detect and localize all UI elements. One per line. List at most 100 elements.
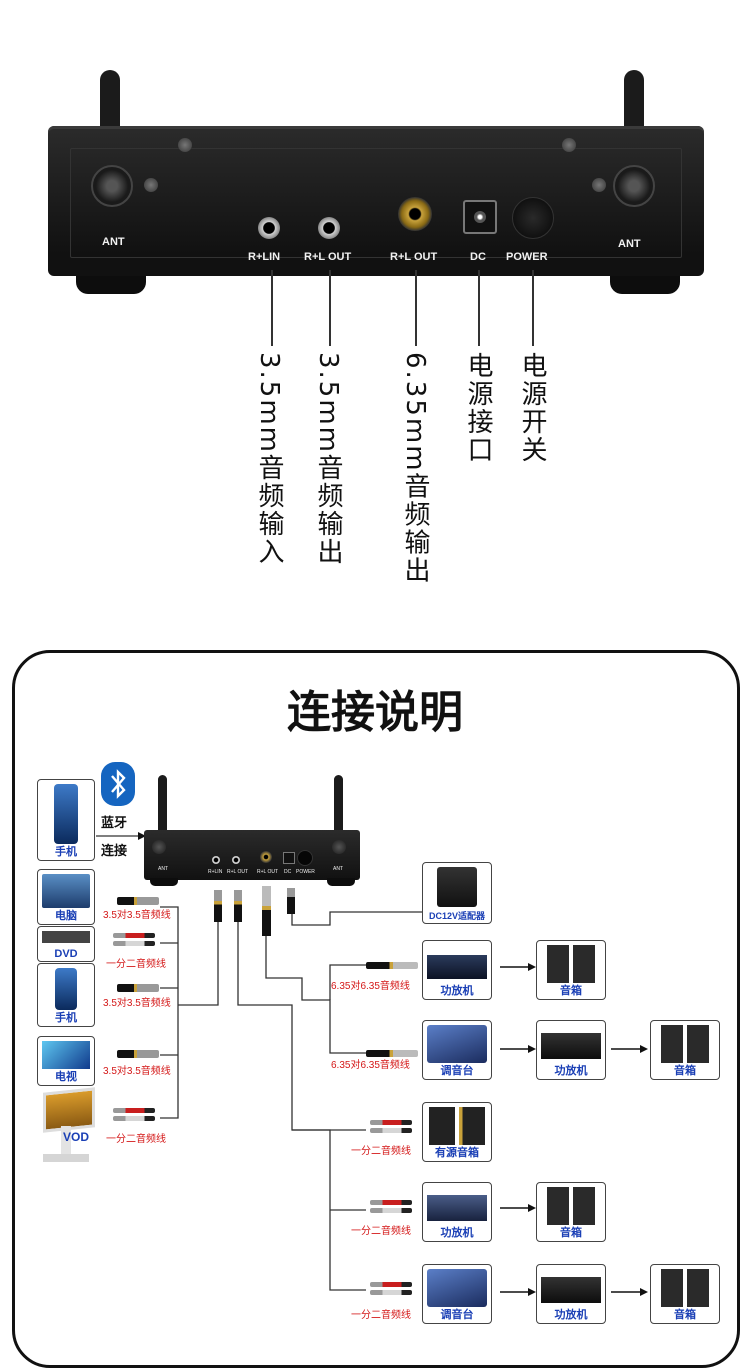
cable-label-split-b: 一分二音频线 <box>106 1134 166 1145</box>
plug-635-out <box>262 886 271 936</box>
cable-label-635-a: 6.35对6.35音频线 <box>331 981 410 992</box>
mini-antenna-right <box>334 775 343 837</box>
rca-plug <box>370 1282 412 1296</box>
cable-label-635-b: 6.35对6.35音频线 <box>331 1060 410 1071</box>
callout-power: 电源开关 <box>517 352 547 464</box>
amplifier-4: 功放机 <box>536 1264 606 1324</box>
mini-foot <box>150 878 178 886</box>
speaker-2: 音箱 <box>650 1020 720 1080</box>
source-dvd: DVD <box>37 926 95 962</box>
amplifier-icon <box>427 1195 487 1221</box>
mini-dc <box>283 852 295 864</box>
amplifier-3: 功放机 <box>422 1182 492 1242</box>
mini-power <box>297 850 313 866</box>
mini-ant-right-label: ANT <box>333 866 343 872</box>
cable-label-35-b: 3.5对3.5音频线 <box>103 998 171 1009</box>
mini-rl-in-label: R+LIN <box>208 869 223 875</box>
speaker-icon <box>547 945 595 983</box>
mini-rl-out-label: R+L OUT <box>227 869 249 875</box>
antenna-connector-right[interactable] <box>613 165 655 207</box>
dc-adapter: DC12V适配器 <box>422 862 492 924</box>
speaker-1: 音箱 <box>536 940 606 1000</box>
amplifier-icon <box>427 955 487 979</box>
antenna-connector-left[interactable] <box>91 165 133 207</box>
bluetooth-icon <box>101 762 135 806</box>
dc-jack[interactable] <box>463 200 497 234</box>
callout-line <box>415 270 417 346</box>
receiver-back-panel <box>48 126 704 276</box>
rca-plug <box>370 1200 412 1214</box>
vod-label: VOD <box>63 1130 90 1144</box>
cable-label-35-a: 3.5对3.5音频线 <box>103 910 171 921</box>
amplifier-1: 功放机 <box>422 940 492 1000</box>
speaker-icon <box>661 1025 709 1063</box>
plug-635 <box>366 962 418 969</box>
callout-line <box>329 270 331 346</box>
plug-635 <box>366 1050 418 1057</box>
mini-rl-out2-label: R+L OUT <box>257 869 279 875</box>
mixer-icon <box>427 1025 487 1063</box>
rl-out-35-label: R+L OUT <box>304 251 352 263</box>
rca-plug <box>113 933 155 947</box>
active-speaker: 有源音箱 <box>422 1102 492 1162</box>
dvd-player-icon <box>42 931 90 943</box>
source-phone-2: 手机 <box>37 963 95 1027</box>
rl-in-label: R+LIN <box>248 251 281 263</box>
screw-icon <box>144 178 158 192</box>
mini-ant-connector-left <box>152 840 166 854</box>
power-label: POWER <box>506 251 548 263</box>
cable-label-split-c: 一分二音频线 <box>351 1146 411 1157</box>
cable-35-plug <box>117 897 159 905</box>
mini-ant-connector-right <box>332 840 346 854</box>
amplifier-icon <box>541 1033 601 1059</box>
speaker-icon <box>547 1187 595 1225</box>
mixer-1: 调音台 <box>422 1020 492 1080</box>
cable-label-split-a: 一分二音频线 <box>106 959 166 970</box>
callout-line <box>271 270 273 346</box>
plug-35-out <box>234 890 242 922</box>
dc-label: DC <box>470 251 486 263</box>
rca-plug <box>370 1120 412 1134</box>
mixer-2: 调音台 <box>422 1264 492 1324</box>
mini-antenna-left <box>158 775 167 837</box>
screw-icon <box>178 138 192 152</box>
vod-base <box>43 1154 89 1162</box>
ant-left-label: ANT <box>102 236 125 248</box>
speaker-icon <box>429 1107 485 1145</box>
phone-icon <box>54 784 78 844</box>
source-phone-1: 手机 <box>37 779 95 861</box>
screw-icon <box>592 178 606 192</box>
bluetooth-connect-label: 连接 <box>101 843 128 858</box>
phone-icon <box>55 968 77 1010</box>
callout-dc: 电源接口 <box>463 352 493 464</box>
cable-35-plug <box>117 984 159 992</box>
callout-line <box>478 270 480 346</box>
callout-line <box>532 270 534 346</box>
plug-dc <box>287 888 295 914</box>
diagram-title: 连接说明 <box>287 687 463 738</box>
mini-foot <box>327 878 355 886</box>
mini-jack <box>212 856 220 864</box>
rl-out-35-jack[interactable] <box>318 217 340 239</box>
ant-right-label: ANT <box>618 238 641 250</box>
rca-plug <box>113 1108 155 1122</box>
source-computer: 电脑 <box>37 869 95 925</box>
tv-icon <box>42 1041 90 1069</box>
vod-stand <box>61 1126 71 1156</box>
source-vod: VOD <box>37 1087 95 1164</box>
mixer-icon <box>427 1269 487 1307</box>
callout-in-35: 3.5mm音频输入 <box>254 352 284 567</box>
power-adapter-icon <box>437 867 477 907</box>
speaker-3: 音箱 <box>536 1182 606 1242</box>
plug-35-in <box>214 890 222 922</box>
cable-35-plug <box>117 1050 159 1058</box>
rl-out-635-jack[interactable] <box>398 197 432 231</box>
laptop-icon <box>42 874 90 908</box>
rl-out-635-label: R+L OUT <box>390 251 438 263</box>
cable-label-35-c: 3.5对3.5音频线 <box>103 1066 171 1077</box>
mini-dc-label: DC <box>284 869 292 875</box>
cable-label-split-d: 一分二音频线 <box>351 1226 411 1237</box>
rl-in-jack[interactable] <box>258 217 280 239</box>
power-button[interactable] <box>512 197 554 239</box>
